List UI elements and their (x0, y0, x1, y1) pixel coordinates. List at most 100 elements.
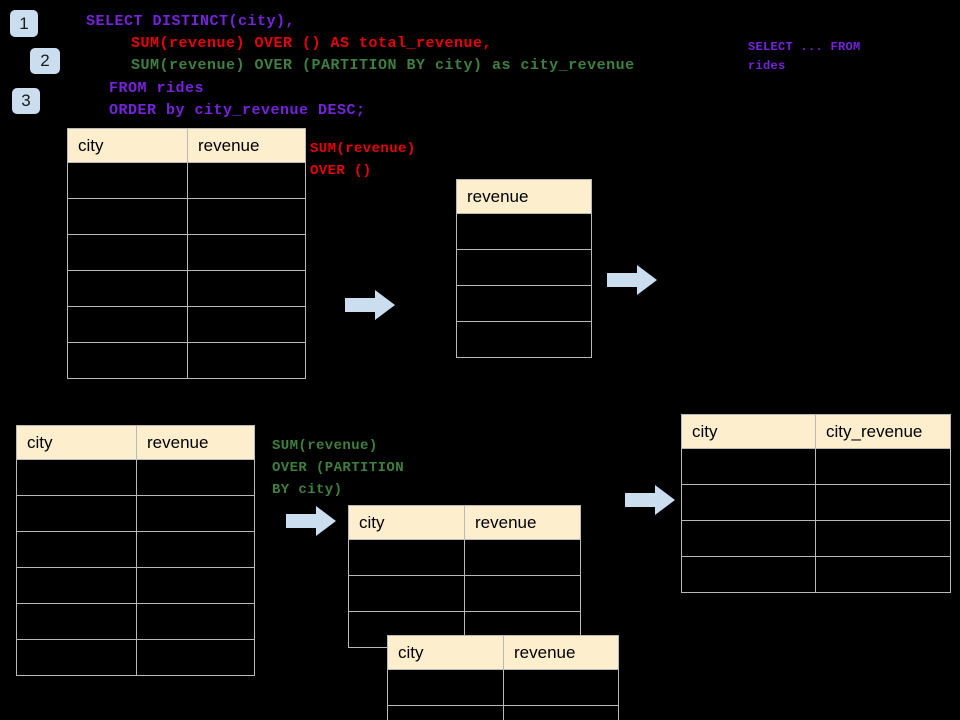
table-cell (815, 448, 951, 485)
table-row (681, 448, 951, 485)
table-cell (136, 531, 255, 568)
table-row (348, 575, 581, 612)
table-cell (136, 567, 255, 604)
column-header-city-revenue: city_revenue (815, 414, 951, 449)
table-body (387, 669, 619, 720)
table-header-row: city city_revenue (681, 414, 951, 449)
table-cell (503, 705, 619, 720)
table-cell (136, 603, 255, 640)
sql-line-3: SUM(revenue) OVER (PARTITION BY city) as… (131, 57, 635, 74)
table-header-row: city revenue (16, 425, 255, 460)
column-header-city: city (387, 635, 504, 670)
table-row (16, 567, 255, 604)
table-cell (67, 198, 188, 235)
table-row (16, 603, 255, 640)
table-cell (16, 639, 137, 676)
table-cell (815, 556, 951, 593)
table-row (67, 198, 306, 235)
table-cell (136, 639, 255, 676)
table-cell (187, 198, 306, 235)
table-cell (187, 234, 306, 271)
table-row (387, 669, 619, 706)
column-header-revenue: revenue (456, 179, 592, 214)
table-cell (503, 669, 619, 706)
table-body (681, 448, 951, 593)
arrow-total-to-result (607, 263, 657, 297)
sql-line-5: ORDER by city_revenue DESC; (109, 102, 366, 119)
annotation-over-empty-line-2: OVER () (310, 163, 372, 179)
table-body (16, 459, 255, 676)
step-badge-2[interactable]: 2 (30, 48, 60, 74)
annotation-over-empty-line-1: SUM(revenue) (310, 141, 416, 157)
sql-line-1: SELECT DISTINCT(city), (86, 13, 296, 30)
table-row (67, 162, 306, 199)
table-cell (67, 270, 188, 307)
column-header-revenue: revenue (136, 425, 255, 460)
table-cell (815, 484, 951, 521)
table-header-row: city revenue (387, 635, 619, 670)
table-cell (16, 567, 137, 604)
step-badge-1[interactable]: 1 (10, 10, 38, 37)
table-row (456, 321, 592, 358)
table-partition-group-back: city revenue (348, 505, 581, 648)
table-header-row: revenue (456, 179, 592, 214)
table-row (16, 495, 255, 532)
table-header-row: city revenue (67, 128, 306, 163)
table-cell (187, 162, 306, 199)
table-cell (16, 603, 137, 640)
arrow-partition-to-result (625, 483, 675, 517)
table-row (67, 342, 306, 379)
sql-line-4: FROM rides (109, 80, 205, 97)
table-cell (681, 556, 816, 593)
table-row (681, 556, 951, 593)
table-cell (456, 249, 592, 286)
table-partition-group-front: city revenue (387, 635, 619, 720)
step-badge-3[interactable]: 3 (12, 88, 40, 114)
table-row (681, 484, 951, 521)
table-row (16, 531, 255, 568)
annotation-over-partition-line-1: SUM(revenue) (272, 438, 378, 454)
table-row (67, 270, 306, 307)
table-row (456, 249, 592, 286)
table-cell (387, 705, 504, 720)
table-cell (464, 575, 581, 612)
column-header-revenue: revenue (464, 505, 581, 540)
table-cell (187, 270, 306, 307)
side-note-line-1: SELECT ... FROM (748, 40, 861, 54)
table-cell (815, 520, 951, 557)
table-row (456, 285, 592, 322)
column-header-city: city (16, 425, 137, 460)
table-row (16, 639, 255, 676)
table-cell (348, 539, 465, 576)
column-header-city: city (67, 128, 188, 163)
arrow-source-to-partition (286, 504, 336, 538)
table-row (67, 234, 306, 271)
table-row (16, 459, 255, 496)
table-row (67, 306, 306, 343)
table-cell (16, 459, 137, 496)
table-cell (387, 669, 504, 706)
table-body (456, 213, 592, 358)
table-cell (456, 213, 592, 250)
table-cell (67, 234, 188, 271)
table-cell (681, 448, 816, 485)
table-cell (456, 321, 592, 358)
table-body (67, 162, 306, 379)
table-cell (136, 459, 255, 496)
table-row (348, 539, 581, 576)
table-cell (67, 306, 188, 343)
annotation-over-partition-line-2: OVER (PARTITION (272, 460, 405, 476)
table-cell (16, 531, 137, 568)
table-cell (348, 575, 465, 612)
table-cell (681, 520, 816, 557)
table-cell (136, 495, 255, 532)
annotation-over-partition-line-3: BY city) (272, 482, 343, 498)
table-rides-source-top: city revenue (67, 128, 306, 379)
table-row (387, 705, 619, 720)
table-row (681, 520, 951, 557)
column-header-city: city (348, 505, 465, 540)
side-note-line-2: rides (748, 59, 786, 73)
table-cell (681, 484, 816, 521)
table-row (456, 213, 592, 250)
